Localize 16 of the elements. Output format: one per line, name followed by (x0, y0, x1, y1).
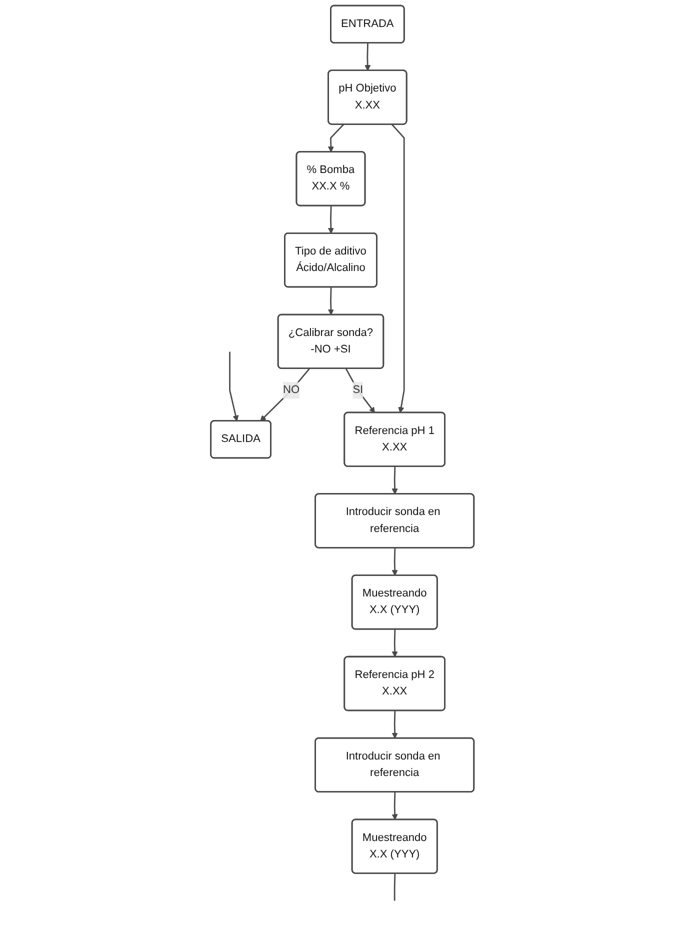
arrow (392, 629, 398, 658)
arrow (260, 368, 310, 422)
arrow (392, 710, 398, 739)
arrow (392, 548, 398, 576)
arrow (364, 43, 371, 71)
arrow (328, 206, 334, 234)
arrow (229, 352, 239, 422)
arrow (328, 287, 334, 316)
arrow (392, 792, 398, 820)
arrow (392, 466, 398, 494)
arrow (328, 124, 344, 152)
arrow (392, 124, 405, 414)
connector (394, 874, 396, 901)
edge-label: NO (283, 384, 300, 396)
edge-label: SI (352, 384, 364, 396)
arrow (345, 368, 376, 414)
